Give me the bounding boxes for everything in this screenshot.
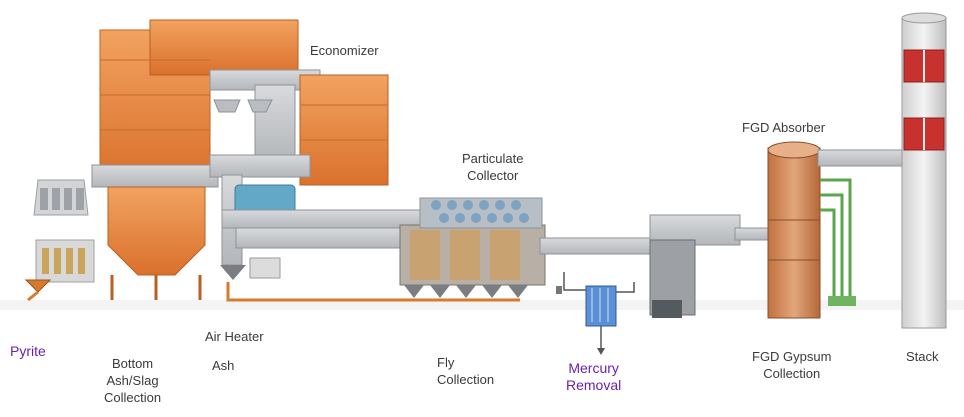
label-air-heater: Air Heater <box>205 329 264 344</box>
economizer <box>209 69 389 186</box>
label-fly-collection: Fly Collection <box>437 355 495 387</box>
air-heater <box>220 174 423 302</box>
label-ash: Ash <box>212 358 235 373</box>
mercury-removal-unit <box>556 272 635 355</box>
particulate-collector <box>399 197 656 302</box>
label-fgd-gypsum-collection: FGD Gypsum Collection <box>752 349 832 381</box>
label-economizer: Economizer <box>310 43 379 58</box>
label-fgd-absorber: FGD Absorber <box>742 120 826 135</box>
induced-draft-duct <box>649 214 776 318</box>
stack <box>901 12 947 329</box>
label-pyrite: Pyrite <box>10 343 46 359</box>
floor-shadow <box>0 300 964 310</box>
label-mercury-removal: Mercury Removal <box>566 360 622 393</box>
fgd-absorber <box>767 141 911 319</box>
label-bottom-ash-slag-collection: Bottom Ash/Slag Collection <box>104 356 162 405</box>
label-particulate-collector: Particulate Collector <box>462 151 524 183</box>
label-stack: Stack <box>906 349 939 364</box>
pyrite-feeders <box>24 179 95 302</box>
